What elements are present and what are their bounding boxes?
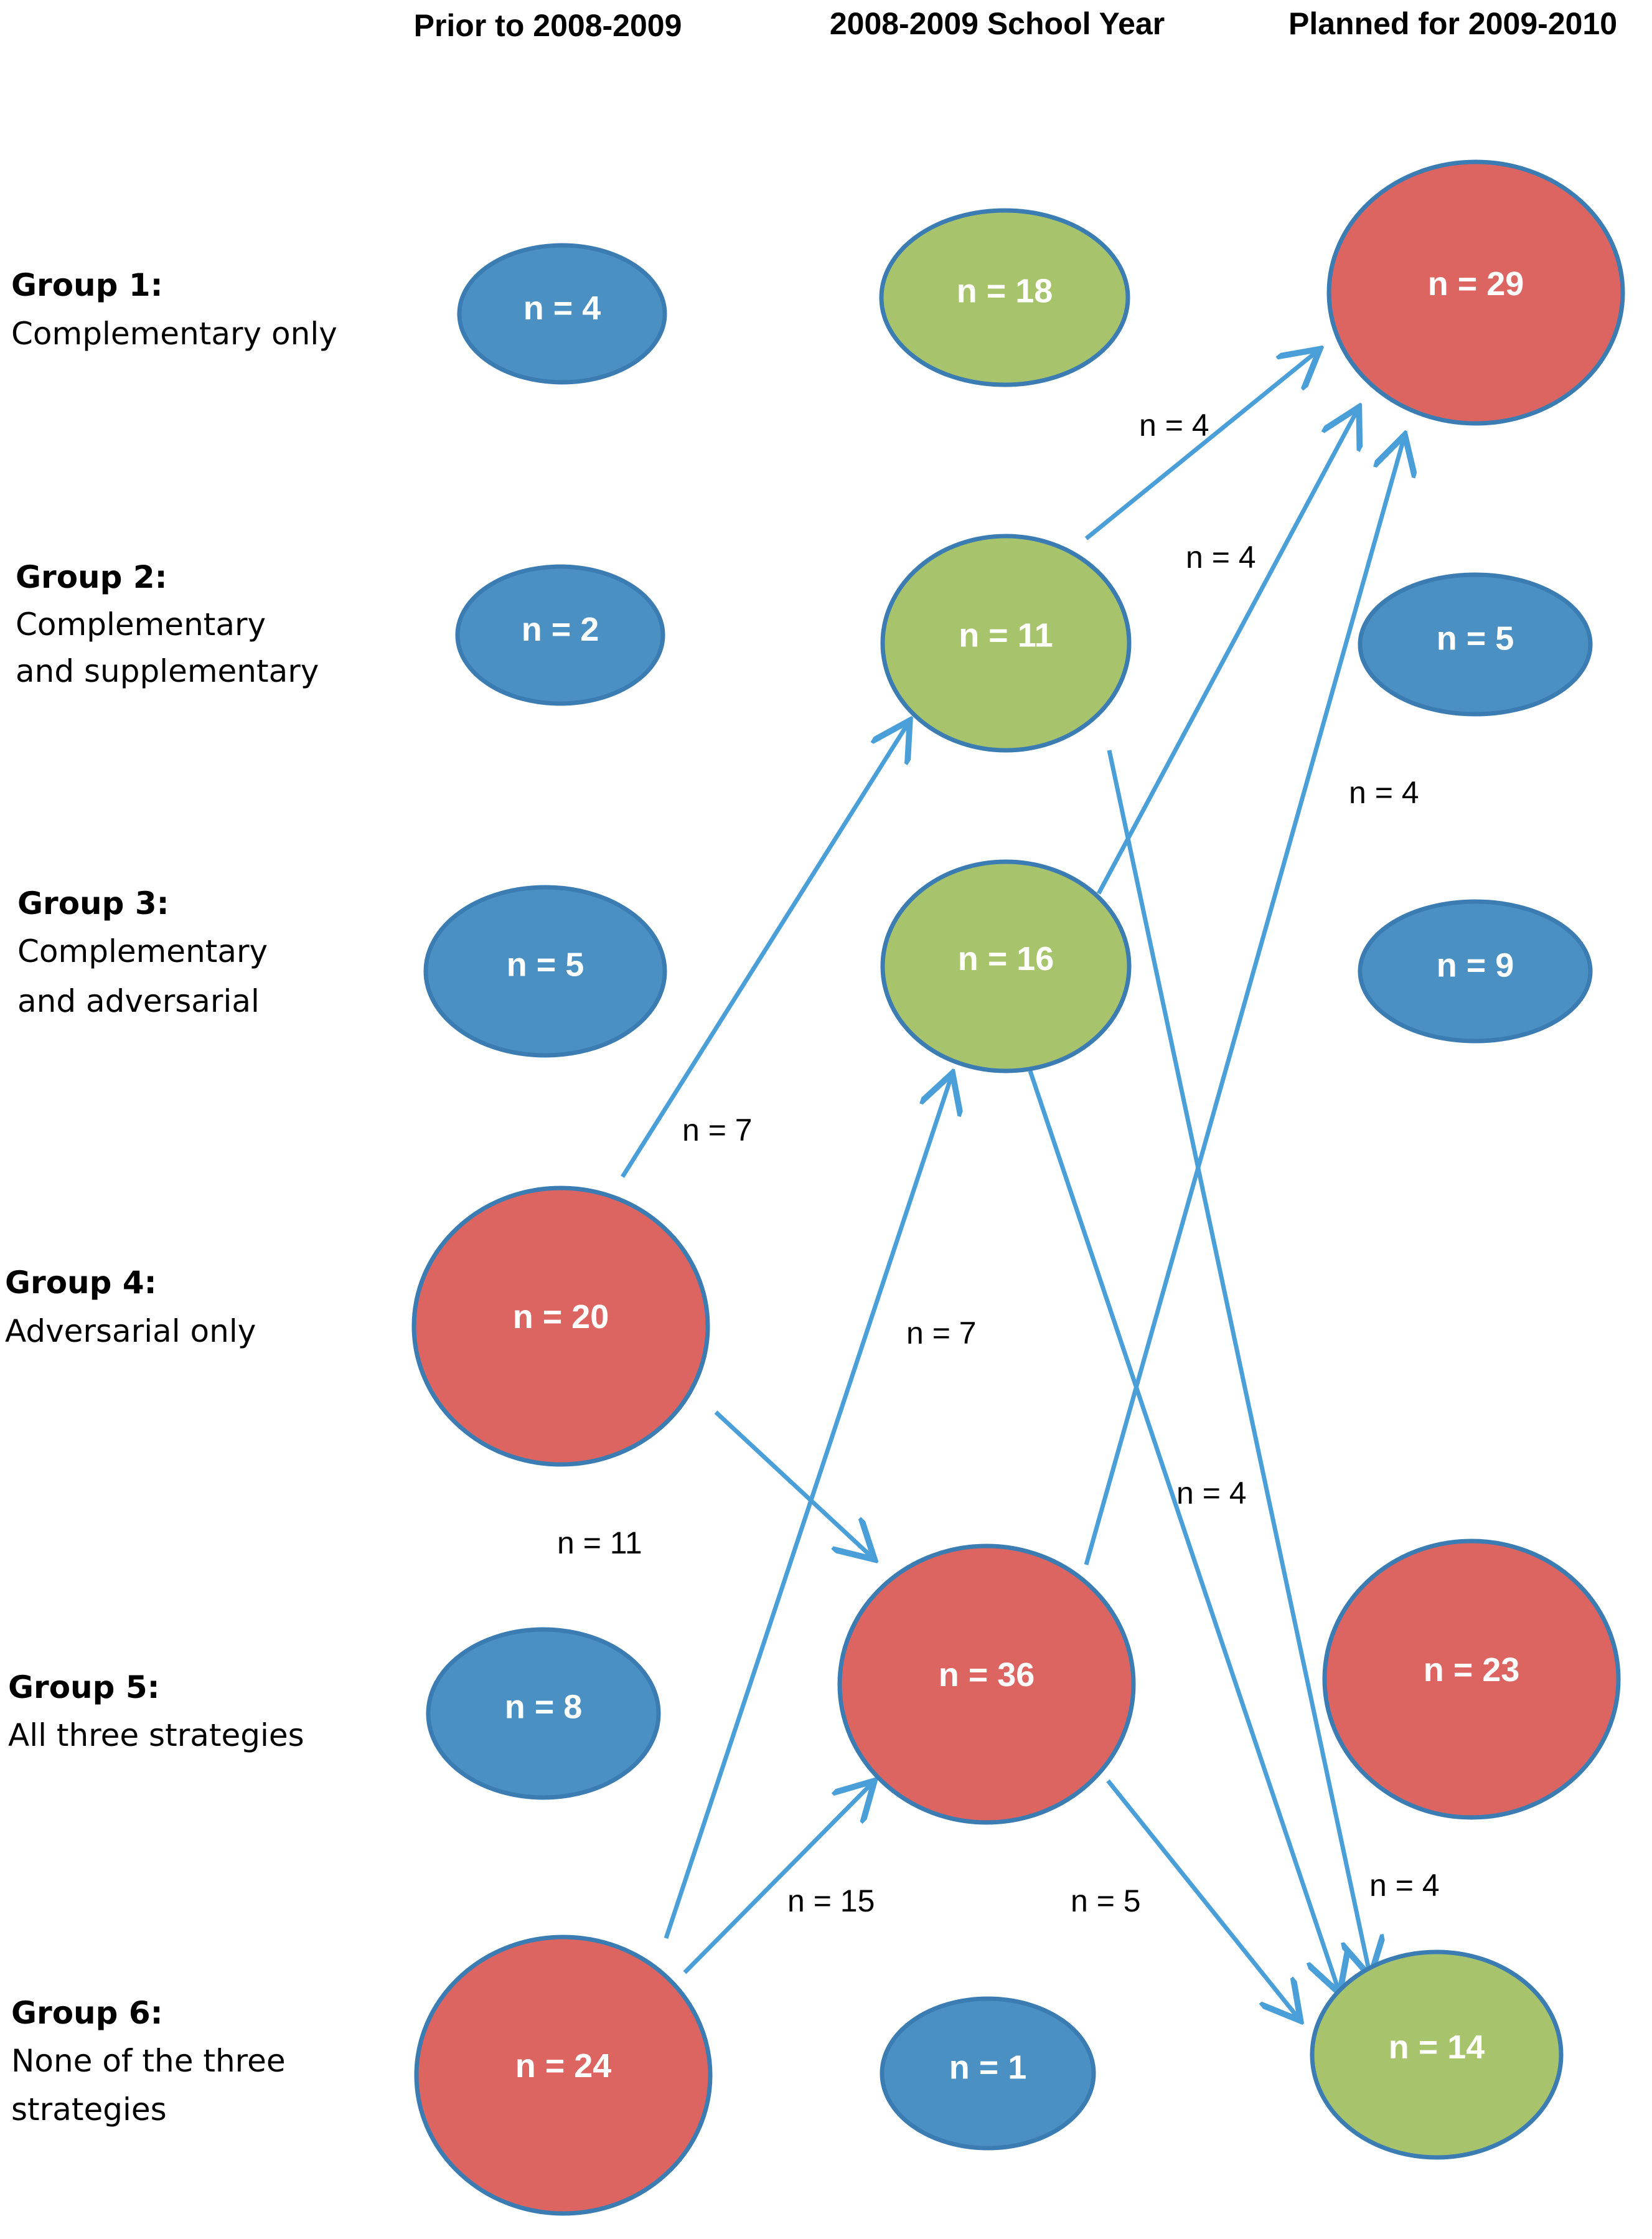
group-title-5: Group 5: [8, 1669, 160, 1705]
flow-arrow-p6-c3 [664, 1077, 951, 1940]
node-c5: n = 36 [837, 1544, 1136, 1825]
node-shape-f3 [1358, 899, 1593, 1044]
group-title-2: Group 2: [16, 559, 167, 595]
node-shape-c6 [880, 1996, 1096, 2151]
group-desc-3-line-1: Complementary [17, 933, 268, 969]
node-label-p2: n = 2 [522, 611, 599, 648]
node-f5: n = 23 [1322, 1539, 1621, 1820]
node-label-f6: n = 14 [1389, 2029, 1485, 2066]
column-header-planned: Planned for 2009-2010 [1288, 6, 1617, 41]
flow-label-c3-f6: n = 4 [1176, 1476, 1247, 1511]
flow-arrow-c3-f6 [1028, 1070, 1338, 1989]
node-shape-f6 [1310, 1949, 1564, 2160]
node-p2: n = 2 [455, 564, 665, 706]
node-shape-c2 [880, 534, 1132, 753]
group-desc-4-line-1: Adversarial only [5, 1313, 256, 1349]
node-shape-p4 [411, 1185, 710, 1467]
flow-labels: n = 4 n = 4 n = 4 n = 7 n = 7 n = 4 n = 11 n = … [557, 408, 1440, 1918]
node-label-c5: n = 36 [939, 1656, 1035, 1694]
column-header-current: 2008-2009 School Year [830, 6, 1165, 41]
node-label-f3: n = 9 [1437, 947, 1514, 984]
node-shape-p5 [426, 1627, 661, 1800]
node-shape-c3 [880, 859, 1132, 1073]
flow-arrow-c5-f1 [1084, 439, 1404, 1565]
node-p5: n = 8 [426, 1627, 661, 1800]
column-header-prior: Prior to 2008-2009 [414, 8, 682, 43]
group-desc-1-line-1: Complementary only [11, 316, 337, 352]
node-c3: n = 16 [880, 859, 1132, 1073]
node-shape-f1 [1326, 159, 1625, 426]
node-shape-c5 [837, 1544, 1136, 1825]
node-label-c1: n = 18 [957, 272, 1053, 309]
node-label-c2: n = 11 [959, 617, 1053, 654]
node-shape-p3 [423, 885, 667, 1058]
group-title-6: Group 6: [11, 1995, 163, 2031]
group-desc-5-line-1: All three strategies [8, 1717, 304, 1753]
flow-label-c2-f1: n = 4 [1139, 408, 1209, 443]
flow-arrow-p6-c5 [683, 1784, 871, 1974]
node-f3: n = 9 [1358, 899, 1593, 1044]
node-label-p5: n = 8 [505, 1689, 583, 1726]
node-label-f5: n = 23 [1424, 1651, 1520, 1689]
node-f2: n = 5 [1358, 572, 1593, 717]
node-c6: n = 1 [880, 1996, 1096, 2151]
group-desc-2-line-1: Complementary [16, 606, 266, 643]
group-desc-6-line-2: strategies [11, 2091, 167, 2128]
node-label-c6: n = 1 [949, 2048, 1027, 2086]
flow-arrows [621, 352, 1404, 2017]
flow-arrow-c2-f1 [1084, 352, 1316, 540]
node-p6: n = 24 [414, 1935, 713, 2216]
node-p1: n = 4 [457, 243, 667, 385]
flow-label-c5-f1: n = 4 [1349, 775, 1419, 810]
node-p3: n = 5 [423, 885, 667, 1058]
flow-label-c2-f6: n = 4 [1369, 1868, 1440, 1903]
flow-label-p6-c3: n = 7 [906, 1316, 977, 1350]
node-c2: n = 11 [880, 534, 1132, 753]
flow-arrow-c2-f6 [1107, 750, 1369, 1973]
node-shape-c1 [879, 208, 1130, 387]
flow-arrow-c3-f1 [1096, 411, 1357, 895]
flow-label-c3-f1: n = 4 [1186, 540, 1256, 575]
node-label-c3: n = 16 [958, 940, 1054, 978]
node-f1: n = 29 [1326, 159, 1625, 426]
group-desc-3-line-2: and adversarial [17, 983, 260, 1019]
node-shape-f5 [1322, 1539, 1621, 1820]
column-headers: Prior to 2008-2009 2008-2009 School Year… [414, 6, 1617, 43]
flow-arrow-p4-c5 [714, 1410, 871, 1557]
node-shape-p2 [455, 564, 665, 706]
flow-label-p4-c2: n = 7 [682, 1113, 753, 1148]
node-f6: n = 14 [1310, 1949, 1564, 2160]
flow-label-c5-f6: n = 5 [1071, 1883, 1141, 1918]
node-p4: n = 20 [411, 1185, 710, 1467]
group-title-1: Group 1: [11, 267, 163, 303]
node-shape-f2 [1358, 572, 1593, 717]
flow-label-p6-c5: n = 15 [787, 1883, 875, 1918]
flow-label-p4-c5: n = 11 [557, 1525, 642, 1560]
node-shape-p1 [457, 243, 667, 385]
group-desc-2-line-2: and supplementary [16, 653, 319, 689]
node-label-p1: n = 4 [523, 290, 601, 327]
node-label-p3: n = 5 [507, 946, 584, 984]
node-label-f1: n = 29 [1428, 265, 1524, 303]
group-title-3: Group 3: [17, 885, 169, 922]
group-title-4: Group 4: [5, 1265, 157, 1301]
group-desc-6-line-1: None of the three [11, 2043, 286, 2079]
node-label-p4: n = 20 [513, 1298, 609, 1336]
node-c1: n = 18 [879, 208, 1130, 387]
flow-arrow-c5-f6 [1106, 1779, 1298, 2017]
node-shape-p6 [414, 1935, 713, 2216]
node-label-p6: n = 24 [515, 2047, 612, 2085]
flow-arrow-p4-c2 [621, 724, 908, 1178]
node-label-f2: n = 5 [1437, 620, 1514, 658]
